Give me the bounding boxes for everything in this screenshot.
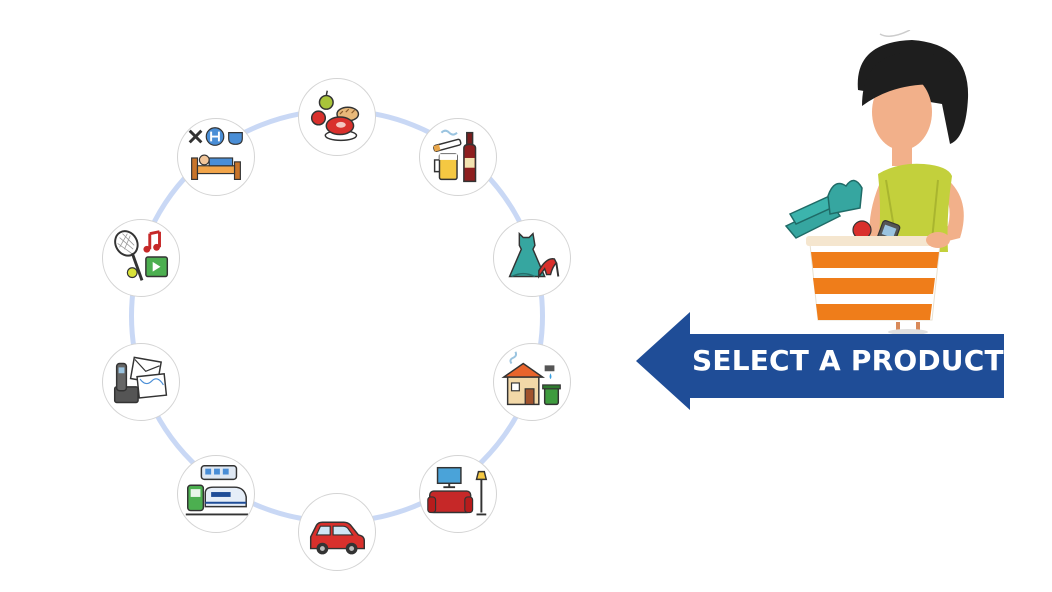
recreation-culture-icon bbox=[114, 230, 169, 281]
shopper-with-basket-icon bbox=[784, 30, 969, 335]
category-furnishings[interactable] bbox=[419, 455, 497, 533]
public-transport-icon bbox=[185, 465, 249, 516]
clothing-footwear-icon bbox=[508, 231, 560, 279]
category-food[interactable] bbox=[298, 78, 376, 156]
select-product-label: SELECT A PRODUCT bbox=[692, 344, 1004, 377]
furnishings-icon bbox=[427, 466, 488, 516]
car-icon bbox=[309, 521, 366, 555]
shopper-with-basket-illustration bbox=[770, 30, 1020, 335]
category-public-transport[interactable] bbox=[177, 455, 255, 533]
alcohol-tobacco-icon bbox=[433, 129, 477, 183]
category-hotels-restaurants[interactable] bbox=[177, 118, 255, 196]
category-recreation-culture[interactable] bbox=[102, 219, 180, 297]
hotels-restaurants-icon bbox=[188, 127, 243, 180]
housing-utilities-icon bbox=[501, 351, 561, 406]
left-arrow-icon bbox=[636, 312, 1004, 410]
category-communication[interactable] bbox=[102, 343, 180, 421]
communication-icon bbox=[113, 356, 168, 404]
category-car[interactable] bbox=[298, 493, 376, 571]
category-clothing-footwear[interactable] bbox=[493, 219, 571, 297]
category-alcohol-tobacco[interactable] bbox=[419, 118, 497, 196]
category-housing-utilities[interactable] bbox=[493, 343, 571, 421]
select-product-button[interactable]: SELECT A PRODUCT bbox=[636, 312, 1004, 410]
food-icon bbox=[310, 90, 360, 142]
